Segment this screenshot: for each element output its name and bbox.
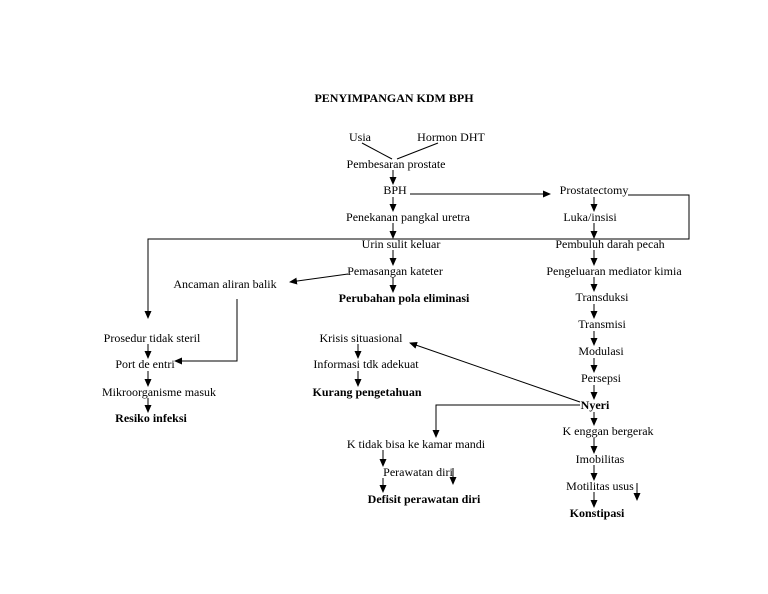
- node-krisis-situasional: Krisis situasional: [319, 331, 403, 345]
- edge-ancaman-port: [174, 299, 238, 365]
- node-resiko-infeksi: Resiko infeksi: [115, 411, 187, 425]
- node-defisit-perawatan-diri: Defisit perawatan diri: [367, 492, 481, 506]
- node-mikroorganisme-masuk: Mikroorganisme masuk: [101, 385, 217, 399]
- node-hormon-dht: Hormon DHT: [417, 130, 485, 144]
- node-prostatectomy: Prostatectomy: [559, 183, 629, 197]
- node-perawatan-diri: Perawatan diri: [383, 465, 453, 479]
- edge-usia-pembesaran: [361, 142, 393, 160]
- node-prosedur-tidak-steril: Prosedur tidak steril: [103, 331, 201, 345]
- edge-prostatectomy-prosedur: [144, 194, 690, 319]
- node-persepsi: Persepsi: [581, 371, 621, 385]
- page-title: PENYIMPANGAN KDM BPH: [314, 91, 474, 105]
- node-pengeluaran-mediator-kimia: Pengeluaran mediator kimia: [546, 264, 682, 278]
- node-k-tidak-bisa-ke-kamar-mandi: K tidak bisa ke kamar mandi: [346, 437, 486, 451]
- node-port-de-entri: Port de entri: [115, 357, 175, 371]
- node-perubahan-pola-eliminasi: Perubahan pola eliminasi: [338, 291, 470, 305]
- node-transduksi: Transduksi: [575, 290, 629, 304]
- node-ancaman-aliran-balik: Ancaman aliran balik: [173, 277, 277, 291]
- node-konstipasi: Konstipasi: [569, 506, 625, 520]
- node-imobilitas: Imobilitas: [575, 452, 625, 466]
- node-pembuluh-darah-pecah: Pembuluh darah pecah: [555, 237, 665, 251]
- node-k-enggan-bergerak: K enggan bergerak: [562, 424, 654, 438]
- node-pemasangan-kateter: Pemasangan kateter: [347, 264, 443, 278]
- edge-nyeri-ktidakbisa: [432, 404, 580, 438]
- node-kurang-pengetahuan: Kurang pengetahuan: [312, 385, 422, 399]
- node-informasi-tdk-adekuat: Informasi tdk adekuat: [313, 357, 419, 371]
- node-luka-insisi: Luka/insisi: [563, 210, 617, 224]
- node-usia: Usia: [349, 130, 371, 144]
- node-transmisi: Transmisi: [578, 317, 626, 331]
- node-motilitas-usus: Motilitas usus: [566, 479, 634, 493]
- node-urin-sulit-keluar: Urin sulit keluar: [361, 237, 441, 251]
- node-nyeri: Nyeri: [580, 398, 610, 412]
- node-penekanan-pangkal-uretra: Penekanan pangkal uretra: [346, 210, 470, 224]
- edge-nyeri-krisis: [409, 341, 581, 403]
- node-bph: BPH: [383, 183, 407, 197]
- edge-pemasangan-ancaman: [289, 273, 349, 285]
- edge-hormon-pembesaran: [396, 142, 439, 160]
- node-modulasi: Modulasi: [578, 344, 624, 358]
- node-pembesaran-prostate: Pembesaran prostate: [346, 157, 446, 171]
